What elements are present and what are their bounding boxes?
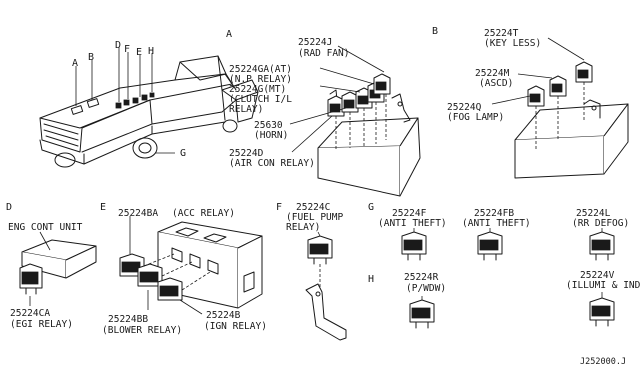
egi-number: 25224CA: [10, 308, 50, 319]
section-h-relays: [409, 296, 435, 329]
relay-fuel-pump: [307, 235, 333, 265]
relay-ascd: [549, 75, 567, 97]
fuel-label-1: (FUEL PUMP: [286, 212, 343, 223]
fog-label: (FOG LAMP): [447, 112, 504, 123]
relay-keyless: [575, 61, 593, 83]
callout-a: A: [72, 58, 78, 69]
section-a-labels: 25224J (RAD FAN) 25224GA(AT) (N.P RELAY)…: [229, 37, 349, 169]
clutch-label-2: RELAY): [229, 104, 263, 115]
diagram-code: J252000.J: [580, 357, 626, 367]
rad-fan-label: (RAD FAN): [298, 48, 349, 59]
aircon-label: (AIR CON RELAY): [229, 158, 315, 169]
section-b-relay-block: [491, 37, 629, 179]
rad-fan-number: 25224J: [298, 37, 332, 48]
callout-d: D: [115, 40, 121, 51]
section-d-eng-cont-unit: [19, 231, 97, 306]
pwdw-number: 25224R: [404, 272, 439, 283]
truck-callout-labels: A B D F E H G: [72, 40, 186, 159]
horn-label: (HORN): [254, 130, 288, 141]
blower-number: 25224BB: [108, 314, 148, 325]
callout-e: E: [136, 47, 142, 58]
acc-number: 25224BA: [118, 208, 158, 219]
fuel-label-2: RELAY): [286, 222, 320, 233]
anti1-label: (ANTI THEFT): [378, 218, 447, 229]
section-f-fuel-pump: [305, 231, 347, 341]
section-d-labels: ENG CONT UNIT 25224CA (EGI RELAY): [8, 222, 83, 330]
relay-air-con: [327, 95, 345, 117]
callout-h: H: [148, 46, 154, 57]
relay-egi: [19, 263, 43, 295]
section-g-label: G: [368, 202, 374, 213]
relay-rr-defog: [589, 231, 615, 261]
clutch-number: 25224G(MT): [229, 84, 286, 95]
ascd-number: 25224M: [475, 68, 510, 79]
clutch-label-1: (CLUTCH I/L: [229, 94, 292, 105]
fuel-number: 25224C: [296, 202, 330, 213]
section-g-labels: 25224F (ANTI THEFT) 25224FB (ANTI THEFT)…: [378, 208, 640, 291]
anti2-label: (ANTI THEFT): [462, 218, 531, 229]
truck-illustration: [39, 47, 259, 168]
rrdefog-number: 25224L: [576, 208, 611, 219]
section-a-label: A: [226, 29, 232, 40]
section-e-labels: 25224BA (ACC RELAY) 25224BB (BLOWER RELA…: [102, 208, 267, 336]
horn-number: 25630: [254, 120, 283, 131]
section-h-labels: 25224R (P/WDW): [404, 272, 446, 294]
blower-label: (BLOWER RELAY): [102, 325, 182, 336]
ascd-label: (ASCD): [479, 78, 513, 89]
eng-cont-unit-label: ENG CONT UNIT: [8, 222, 83, 233]
pwdw-label: (P/WDW): [406, 283, 446, 294]
relay-anti-theft-1: [401, 231, 427, 261]
anti2-number: 25224FB: [474, 208, 514, 219]
relay-power-window: [409, 299, 435, 329]
section-h-label: H: [368, 274, 374, 285]
section-e-relay-block: [119, 216, 263, 315]
callout-b: B: [88, 52, 94, 63]
fog-number: 25224Q: [447, 102, 482, 113]
section-f-label: F: [276, 202, 282, 213]
callout-f: F: [124, 44, 130, 55]
relay-ign: [157, 277, 183, 301]
relay-anti-theft-2: [477, 231, 503, 261]
relay-fog-lamp: [527, 85, 545, 107]
section-g-relays: [401, 228, 615, 327]
section-b-label: B: [432, 26, 438, 37]
illumi-number: 25224V: [580, 270, 615, 281]
keyless-number: 25224T: [484, 28, 519, 39]
section-a-relay-block: [289, 45, 421, 197]
relay-rad-fan: [373, 73, 391, 95]
section-e-label: E: [100, 202, 106, 213]
aircon-number: 25224D: [229, 148, 264, 159]
section-d-label: D: [6, 202, 12, 213]
relay-blower: [137, 263, 163, 287]
np-relay-label: (N.P RELAY): [229, 74, 292, 85]
illumi-label: (ILLUMI & IND): [566, 280, 640, 291]
section-b-labels: 25224T (KEY LESS) 25224M (ASCD) 25224Q (…: [447, 28, 541, 123]
section-f-labels: 25224C (FUEL PUMP RELAY): [286, 202, 343, 233]
acc-label: (ACC RELAY): [172, 208, 235, 219]
callout-g: G: [180, 148, 186, 159]
keyless-label: (KEY LESS): [484, 38, 541, 49]
rrdefog-label: (RR DEFOG): [572, 218, 629, 229]
relay-illumi-ind: [589, 297, 615, 327]
anti1-number: 25224F: [392, 208, 427, 219]
ign-number: 25224B: [206, 310, 241, 321]
egi-label: (EGI RELAY): [10, 319, 73, 330]
ign-label: (IGN RELAY): [204, 321, 267, 332]
np-relay-number: 25224GA(AT): [229, 64, 292, 75]
